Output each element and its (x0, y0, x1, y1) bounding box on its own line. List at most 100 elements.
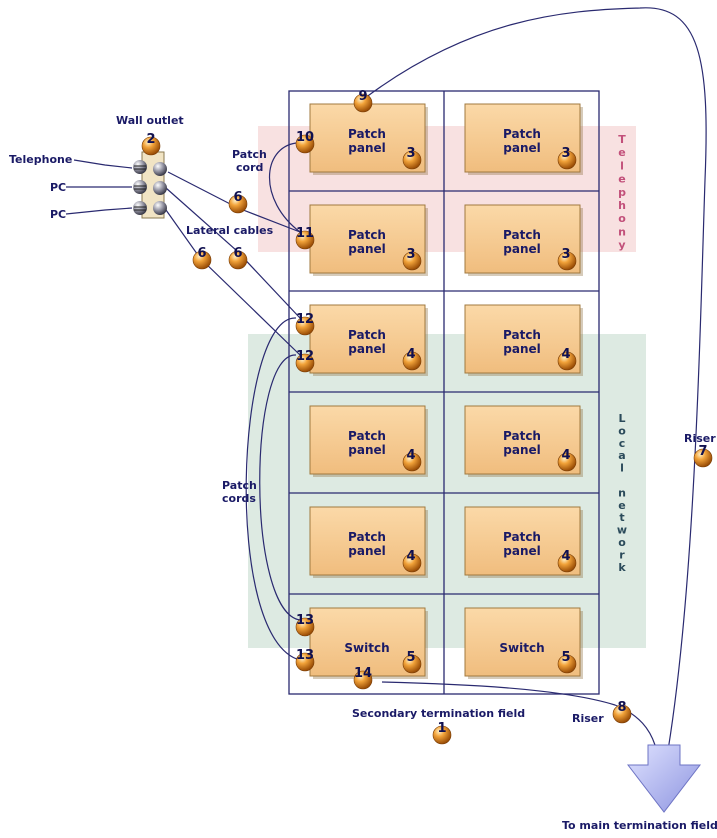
zone-letter: p (618, 186, 626, 199)
marker-number: 10 (296, 130, 314, 145)
badge-number: 4 (561, 448, 570, 463)
marker-number: 14 (354, 666, 372, 681)
cables (65, 7, 707, 769)
riser-cable-top (364, 7, 707, 769)
badge-number: 4 (406, 347, 415, 362)
number-marker: 13 (295, 613, 315, 637)
number-marker: 7 (693, 444, 713, 468)
local-network-zone (248, 334, 646, 648)
zone-letter: n (618, 486, 626, 499)
panel-label-line2: panel (503, 342, 540, 356)
riser-cable-bottom (381, 681, 656, 746)
badge-marker (557, 150, 577, 170)
marker-number: 2 (146, 132, 155, 147)
patch-cord-a (245, 317, 301, 661)
number-marker: 6 (228, 190, 248, 214)
badge-marker (402, 654, 422, 674)
patch-cord-b (259, 354, 301, 621)
panel-label-line1: Patch (348, 127, 386, 141)
marker-number: 13 (296, 613, 314, 628)
label-main-field: To main termination field (562, 819, 717, 832)
panel-label-line2: panel (503, 443, 540, 457)
panel-label-line2: panel (503, 544, 540, 558)
badge-marker (402, 553, 422, 573)
panel-label-line2: panel (348, 443, 385, 457)
marker-number: 11 (296, 226, 314, 241)
riser-arrow (626, 744, 702, 813)
panel-label-line1: Patch (503, 328, 541, 342)
zone-letter: e (618, 146, 625, 159)
panel-label-line2: panel (348, 242, 385, 256)
panel-label-line1: Patch (503, 228, 541, 242)
badge-marker (557, 452, 577, 472)
number-marker: 12 (295, 312, 315, 336)
number-marker: 14 (353, 666, 373, 690)
number-marker: 2 (141, 132, 161, 156)
zone-letter: e (618, 499, 625, 512)
label-riser-bottom: Riser (572, 712, 604, 725)
marker-number: 8 (617, 700, 626, 715)
label-riser-top: Riser (684, 432, 716, 445)
zone-letter: o (618, 212, 626, 225)
panel-label-line2: panel (348, 342, 385, 356)
number-marker: 8 (612, 700, 632, 724)
label-patch-cord-1: Patch (232, 148, 267, 161)
panel-label-line2: panel (503, 242, 540, 256)
badge-marker (402, 452, 422, 472)
pc-lead-2 (65, 207, 133, 215)
badge-marker (557, 553, 577, 573)
marker-number: 12 (296, 349, 314, 364)
marker-number: 6 (233, 190, 242, 205)
badge-marker (402, 351, 422, 371)
marker-number: 1 (437, 721, 446, 736)
marker-number: 9 (358, 89, 367, 104)
number-marker: 12 (295, 349, 315, 373)
marker-number: 6 (233, 246, 242, 261)
number-marker: 11 (295, 226, 315, 250)
label-lateral-cables: Lateral cables (186, 224, 274, 237)
rack-grid (288, 90, 600, 695)
badge-marker (402, 251, 422, 271)
patch-cord-top (268, 142, 301, 233)
badge-marker (557, 654, 577, 674)
label-pc-1: PC (50, 181, 66, 194)
badge-number: 5 (561, 650, 570, 665)
panel-label-line1: Patch (503, 530, 541, 544)
badge-number: 4 (406, 549, 415, 564)
badge-number: 3 (561, 146, 570, 161)
number-marker: 1 (432, 721, 452, 745)
label-patch-cords-2: cords (222, 492, 256, 505)
markers-group: 2 6 6 6 10 11 12 12 13 13 14 9 7 8 1 (141, 89, 713, 745)
number-marker: 6 (228, 246, 248, 270)
zone-letter: a (618, 449, 625, 462)
zone-letter: r (619, 548, 625, 561)
panel-label-line1: Patch (348, 429, 386, 443)
number-marker: 6 (192, 246, 212, 270)
zone-letter: k (618, 561, 626, 574)
zone-letter: w (617, 524, 627, 537)
number-marker: 10 (295, 130, 315, 154)
zone-letter: c (619, 437, 626, 450)
wall-outlet (133, 151, 167, 219)
marker-number: 6 (197, 246, 206, 261)
zone-letter: t (619, 511, 624, 524)
zone-letter: o (618, 424, 626, 437)
badge-number: 3 (406, 247, 415, 262)
zone-letter: l (620, 159, 624, 172)
label-patch-cord-2: cord (236, 161, 263, 174)
number-marker: 13 (295, 648, 315, 672)
badge-number: 3 (561, 247, 570, 262)
zone-letter: L (618, 412, 625, 425)
